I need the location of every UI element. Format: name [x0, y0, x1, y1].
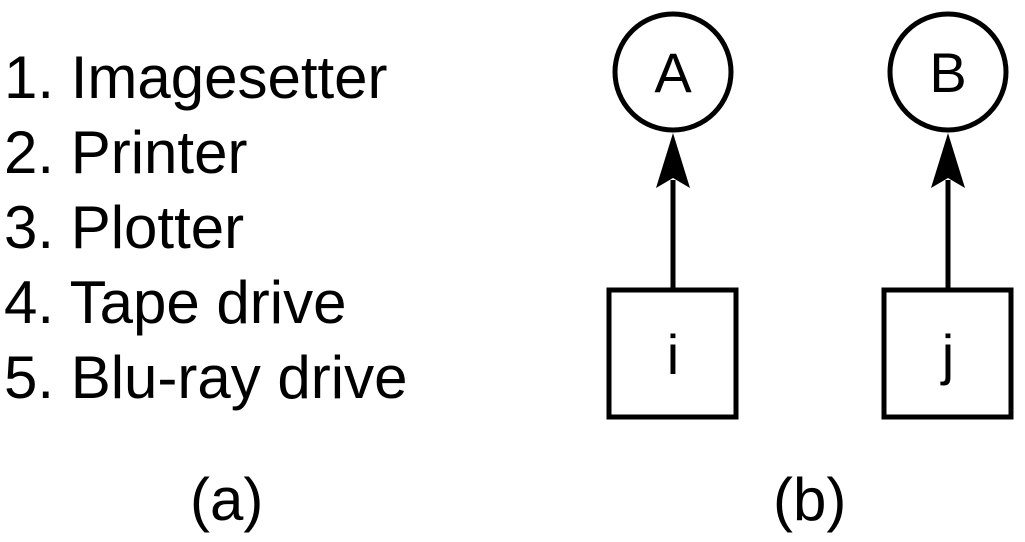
device-list: 1. Imagesetter 2. Printer 3. Plotter 4. … — [4, 40, 407, 415]
edge-i-to-a — [656, 133, 690, 290]
process-box-j — [881, 287, 1014, 420]
edge-j-to-b — [931, 133, 965, 290]
resource-node-b: B — [887, 11, 1009, 133]
resource-circle-b — [887, 11, 1009, 133]
caption-a: (a) — [190, 466, 264, 533]
device-item-tape-drive: 4. Tape drive — [4, 269, 347, 336]
resource-circle-a — [612, 11, 734, 133]
device-item-printer: 2. Printer — [4, 119, 248, 186]
process-node-i: i — [606, 287, 739, 420]
process-node-j: j — [881, 287, 1014, 420]
process-label-j: j — [940, 323, 954, 386]
device-item-imagesetter: 1. Imagesetter — [4, 44, 388, 111]
resource-node-a: A — [612, 11, 734, 133]
arrowhead-a — [656, 133, 690, 188]
process-label-i: i — [667, 323, 679, 386]
resource-label-a: A — [654, 41, 692, 104]
device-item-plotter: 3. Plotter — [4, 194, 245, 261]
arrowhead-b — [931, 133, 965, 188]
device-item-bluray-drive: 5. Blu-ray drive — [4, 344, 408, 411]
resource-label-b: B — [929, 41, 966, 104]
process-box-i — [606, 287, 739, 420]
caption-b: (b) — [773, 466, 847, 533]
